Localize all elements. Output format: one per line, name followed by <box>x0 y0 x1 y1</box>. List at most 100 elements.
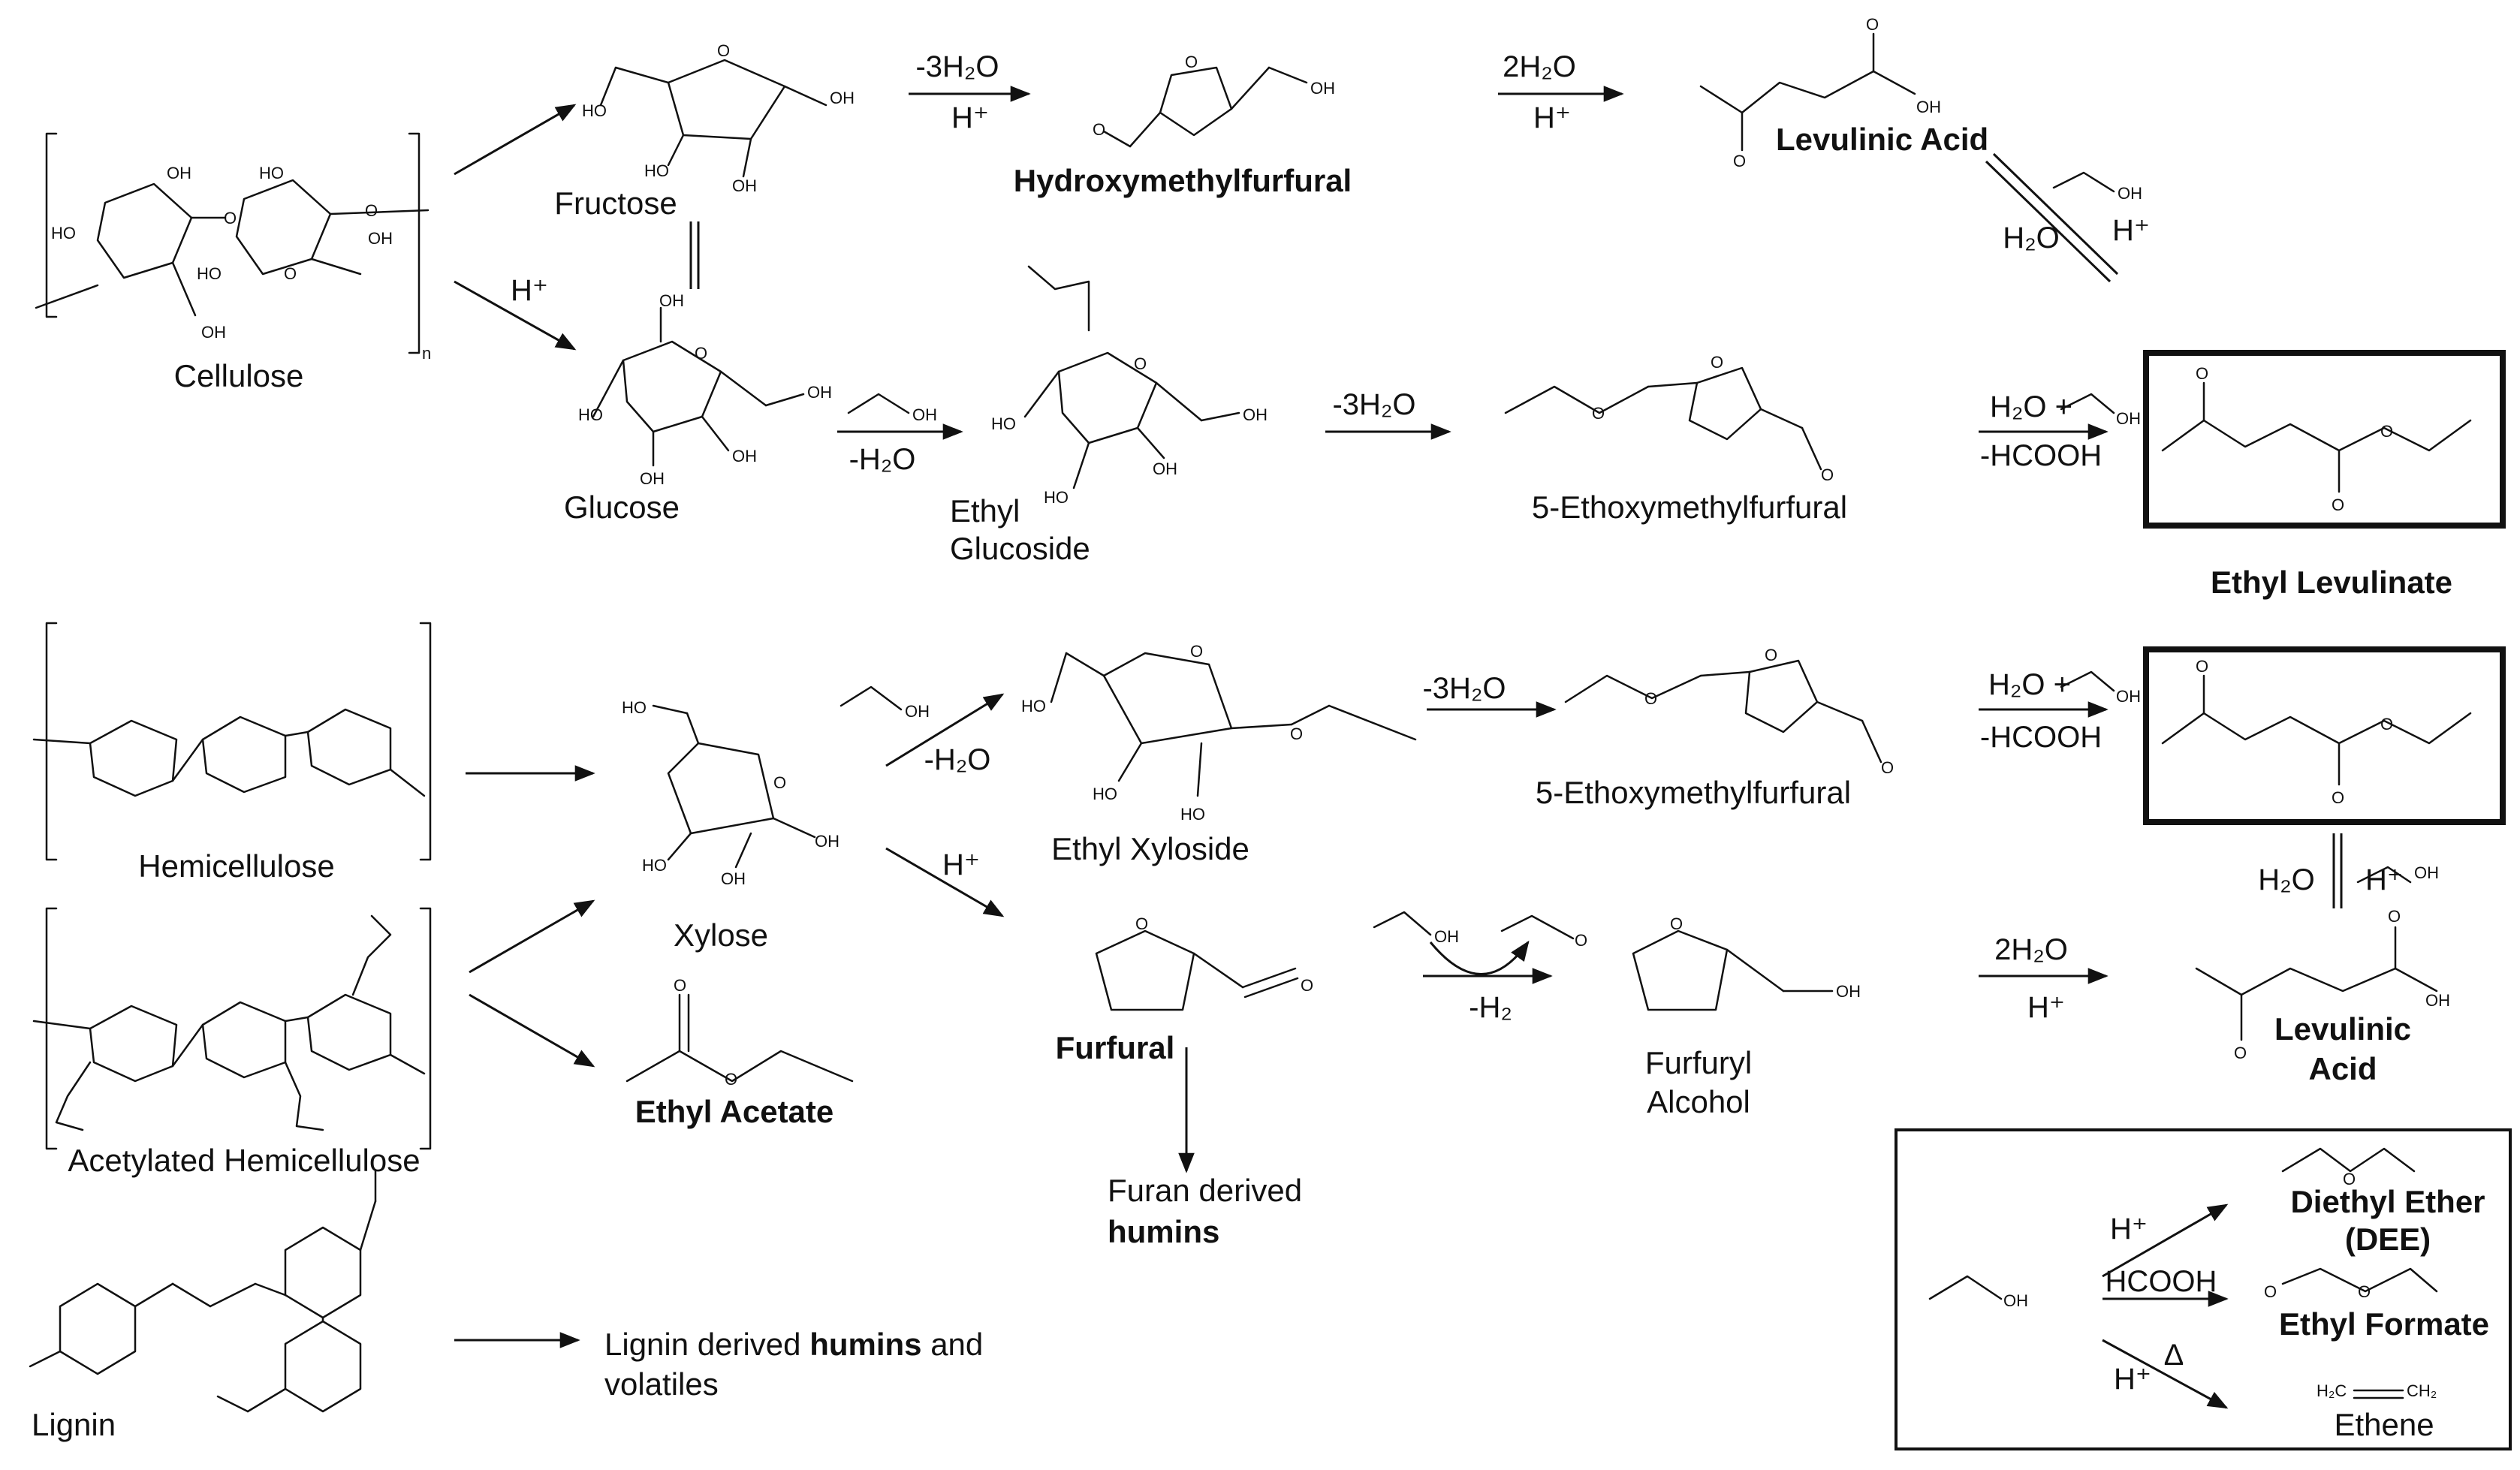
atom-label: HO <box>1021 697 1046 715</box>
fructose-structure: O HO OH HO OH Fructose <box>554 41 855 221</box>
atom-label: O <box>725 1070 737 1089</box>
label-ethyl-glucoside-2: Glucoside <box>950 531 1090 566</box>
label-ethyl-xyloside: Ethyl Xyloside <box>1051 831 1249 866</box>
atom-label: OH <box>1310 79 1335 98</box>
atom-label: OH <box>2414 863 2439 882</box>
atom-label: O <box>1711 353 1723 372</box>
ethyl-acetate-structure: O O Ethyl Acetate <box>625 976 854 1129</box>
cond-emf2-el-bottom: -HCOOH <box>1980 721 2102 754</box>
hmf-structure: O OH O Hydroxymethylfurfural <box>1014 53 1352 198</box>
label-fructose: Fructose <box>554 185 677 221</box>
cond-fa-la-bottom: H⁺ <box>2027 991 2065 1024</box>
cond-fru-hmf-bottom: H⁺ <box>951 101 989 134</box>
atom-label: OH <box>2003 1291 2028 1310</box>
lignin-structure: Lignin <box>29 1170 377 1442</box>
atom-label: HO <box>259 164 284 182</box>
side-reactions-box: OH H⁺ HCOOH Δ H⁺ O Diethyl Ether (DEE) O… <box>1895 1128 2512 1450</box>
cond-emf-el-top: H₂O + <box>1990 390 2072 423</box>
atom-label: O <box>1592 404 1605 423</box>
atom-label: O <box>2358 1282 2371 1301</box>
cond-xyl-fur: H⁺ <box>942 848 980 881</box>
atom-label: O <box>2380 715 2393 733</box>
ethene-left: H₂C <box>2317 1381 2347 1400</box>
label-furfuryl-alcohol-2: Alcohol <box>1647 1084 1750 1119</box>
label-la-top: Levulinic Acid <box>1776 122 1988 157</box>
atom-label: OH <box>201 323 226 342</box>
atom-label: OH <box>1836 982 1861 1001</box>
label-dee-1: Diethyl Ether <box>2290 1184 2485 1219</box>
ethyl-xyloside-structure: O HO O HO HO Ethyl Xyloside <box>1021 642 1417 866</box>
cond-emf-el-bottom: -HCOOH <box>1980 439 2102 472</box>
atom-label: HO <box>197 264 222 283</box>
atom-label: HO <box>991 414 1016 433</box>
lignin-products: Lignin derived humins and volatiles <box>604 1327 983 1402</box>
atom-label: O <box>773 773 786 792</box>
label-la-bottom-1: Levulinic <box>2274 1011 2411 1047</box>
label-hemicellulose: Hemicellulose <box>138 848 334 884</box>
cond-side-acid: H⁺ <box>2110 1212 2148 1246</box>
atom-label: HO <box>642 856 667 875</box>
cond-glu-eg: -H₂O <box>849 443 916 476</box>
atom-label: OH <box>2425 991 2450 1010</box>
ethyl-levulinate-box-2: O O O <box>2143 646 2506 825</box>
cellulose-structure: n OH HO HO HO OH OH O O O Cellulose <box>35 132 431 393</box>
atom-label: O <box>2332 496 2344 514</box>
hemicellulose-structure: Hemicellulose <box>32 622 432 884</box>
atom-label: O <box>1765 646 1777 664</box>
label-acetylated-hemicellulose: Acetylated Hemicellulose <box>68 1143 420 1178</box>
cond-eg-emf: -3H₂O <box>1332 388 1415 421</box>
reaction-arrows <box>454 86 2343 1348</box>
atom-label: HO <box>578 405 603 424</box>
arrow-acethemi-xylose <box>469 899 595 974</box>
cond-ex-emf: -3H₂O <box>1422 672 1506 705</box>
label-la-bottom-2: Acid <box>2308 1051 2377 1086</box>
levulinic-acid-bottom-structure: O O OH Levulinic Acid <box>2195 907 2450 1086</box>
arrow-la-el-forward <box>1992 152 2119 276</box>
atom-label: HO <box>622 698 647 717</box>
cond-la-el-water: H₂O <box>2003 221 2060 255</box>
label-dee-2: (DEE) <box>2345 1221 2431 1257</box>
atom-label: O <box>2343 1170 2356 1188</box>
arrow-ethanol-dee <box>2102 1203 2229 1278</box>
atom-label: HO <box>582 101 607 120</box>
atom-label: O <box>1866 15 1879 34</box>
xylose-structure: HO O OH HO OH Xylose <box>622 698 839 953</box>
atom-label: OH <box>659 291 684 310</box>
label-ethyl-acetate: Ethyl Acetate <box>635 1094 834 1129</box>
label-emf-top: 5-Ethoxymethylfurfural <box>1532 489 1847 525</box>
furfuryl-alcohol-structure: O OH Furfuryl Alcohol <box>1632 914 1861 1119</box>
atom-label: OH <box>167 164 191 182</box>
atom-label: HO <box>1044 488 1069 507</box>
cond-fur-fa: -H₂ <box>1469 991 1512 1024</box>
label-lignin: Lignin <box>32 1407 116 1442</box>
cond-el2-la-water: H₂O <box>2258 863 2315 896</box>
atom-label: OH <box>2116 409 2141 428</box>
label-ethyl-glucoside-1: Ethyl <box>950 493 1020 529</box>
atom-label: OH <box>1243 405 1268 424</box>
atom-label: O <box>2196 657 2208 676</box>
atom-label: OH <box>368 229 393 248</box>
atom-label: O <box>1821 465 1834 484</box>
atom-label: OH <box>1434 927 1459 946</box>
levulinic-acid-top-structure: O O OH Levulinic Acid <box>1699 15 1988 170</box>
atom-label: O <box>1733 152 1746 170</box>
label-xylose: Xylose <box>674 917 768 953</box>
atom-label: O <box>1290 724 1303 743</box>
ethanol-reagents: OH OH OH OH OH OH OH O <box>839 171 2439 950</box>
atom-label: O <box>2380 422 2393 441</box>
atom-label: HO <box>644 161 669 180</box>
atom-label: OH <box>912 405 937 424</box>
atom-label: OH <box>905 702 930 721</box>
label-lignin-products-line1: Lignin derived humins and <box>604 1327 983 1362</box>
glucose-structure: OH O OH HO OH OH Glucose <box>564 291 832 525</box>
atom-label: O <box>1185 53 1198 71</box>
acetylated-hemicellulose-structure: Acetylated Hemicellulose <box>32 907 432 1178</box>
atom-label: O <box>2332 788 2344 807</box>
atom-label: O <box>695 344 707 363</box>
label-lignin-products-line2: volatiles <box>604 1366 719 1402</box>
atom-label: HO <box>51 224 76 242</box>
label-furfuryl-alcohol-1: Furfuryl <box>1645 1045 1752 1080</box>
label-ethene: Ethene <box>2334 1407 2434 1442</box>
atom-label: OH <box>2116 687 2141 706</box>
lignin-products-part-a: Lignin derived <box>604 1327 801 1362</box>
